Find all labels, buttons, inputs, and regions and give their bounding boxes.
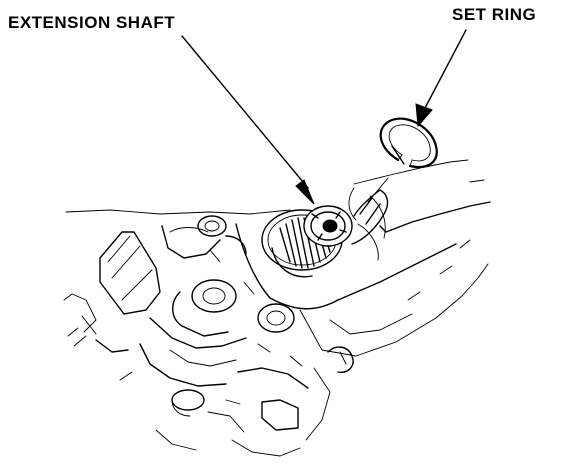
set-ring — [379, 117, 438, 169]
extension-shaft-label: EXTENSION SHAFT — [8, 13, 176, 32]
set-ring-arrow — [415, 29, 467, 128]
shading-marks — [67, 179, 485, 405]
hand-with-tool — [351, 177, 389, 245]
transmission-case-outline — [65, 159, 491, 357]
extension-shaft-arrow — [181, 35, 315, 205]
set-ring-label: SET RING — [452, 5, 537, 24]
lower-mechanism — [95, 279, 354, 457]
left-housing — [63, 215, 247, 335]
extension-shaft — [261, 205, 353, 278]
